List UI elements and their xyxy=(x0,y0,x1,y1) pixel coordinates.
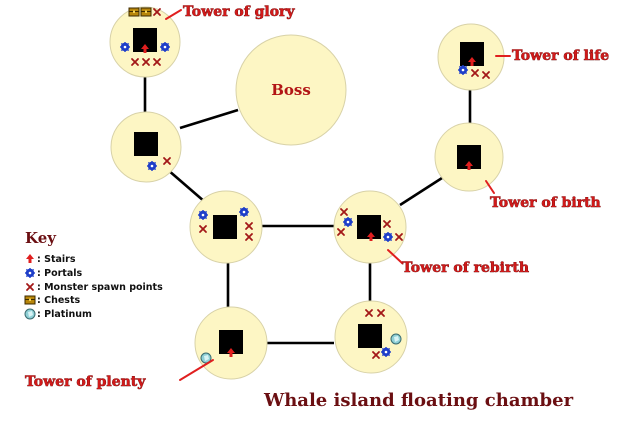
chest-icon xyxy=(128,7,140,17)
portal-icon xyxy=(457,64,469,76)
legend: Key : Stairs : Portals : Monster spawn p… xyxy=(24,229,163,320)
chest-icon xyxy=(140,7,152,17)
room-lower-right[interactable] xyxy=(334,300,408,374)
portal-icon xyxy=(197,209,209,221)
legend-item-stairs: : Stairs xyxy=(37,254,76,265)
label-pointers xyxy=(165,9,511,381)
room-tower-of-life[interactable] xyxy=(437,23,505,91)
portal-icon xyxy=(380,346,392,358)
room-upper-left[interactable] xyxy=(110,111,182,183)
tower-of-life-label: Tower of life xyxy=(512,48,609,64)
room-tower-of-rebirth[interactable] xyxy=(333,190,407,264)
legend-item-platinum: : Platinum xyxy=(37,309,92,320)
monster-spawn-icon xyxy=(26,283,34,291)
tower-of-glory-label: Tower of glory xyxy=(183,4,295,20)
portal-icon xyxy=(342,216,354,228)
room-center-left[interactable] xyxy=(189,190,263,264)
room-boss[interactable]: Boss xyxy=(235,34,347,146)
chest-icon xyxy=(24,295,36,305)
map-title: Whale island floating chamber xyxy=(263,390,574,411)
tower-of-birth-label: Tower of birth xyxy=(490,195,601,211)
room-tower-of-plenty[interactable] xyxy=(194,306,268,380)
portal-icon xyxy=(119,41,131,53)
portal-icon xyxy=(159,41,171,53)
platinum-icon xyxy=(390,333,402,345)
portal-icon xyxy=(146,160,158,172)
room-tower-of-glory[interactable] xyxy=(109,6,181,78)
tower-of-rebirth-label: Tower of rebirth xyxy=(402,260,529,276)
portal-icon xyxy=(24,267,36,279)
portal-icon xyxy=(382,231,394,243)
portal-icon xyxy=(238,206,250,218)
tower-of-plenty-label: Tower of plenty xyxy=(25,374,146,390)
stairs-icon xyxy=(26,254,34,263)
legend-heading: Key xyxy=(25,229,57,247)
legend-item-monster-spawn: : Monster spawn points xyxy=(37,282,163,293)
boss-label: Boss xyxy=(271,81,311,99)
legend-item-chests: : Chests xyxy=(37,295,80,306)
room-tower-of-birth[interactable] xyxy=(434,122,504,192)
platinum-icon xyxy=(24,308,36,320)
legend-item-portals: : Portals xyxy=(37,268,82,279)
connections xyxy=(143,75,472,345)
